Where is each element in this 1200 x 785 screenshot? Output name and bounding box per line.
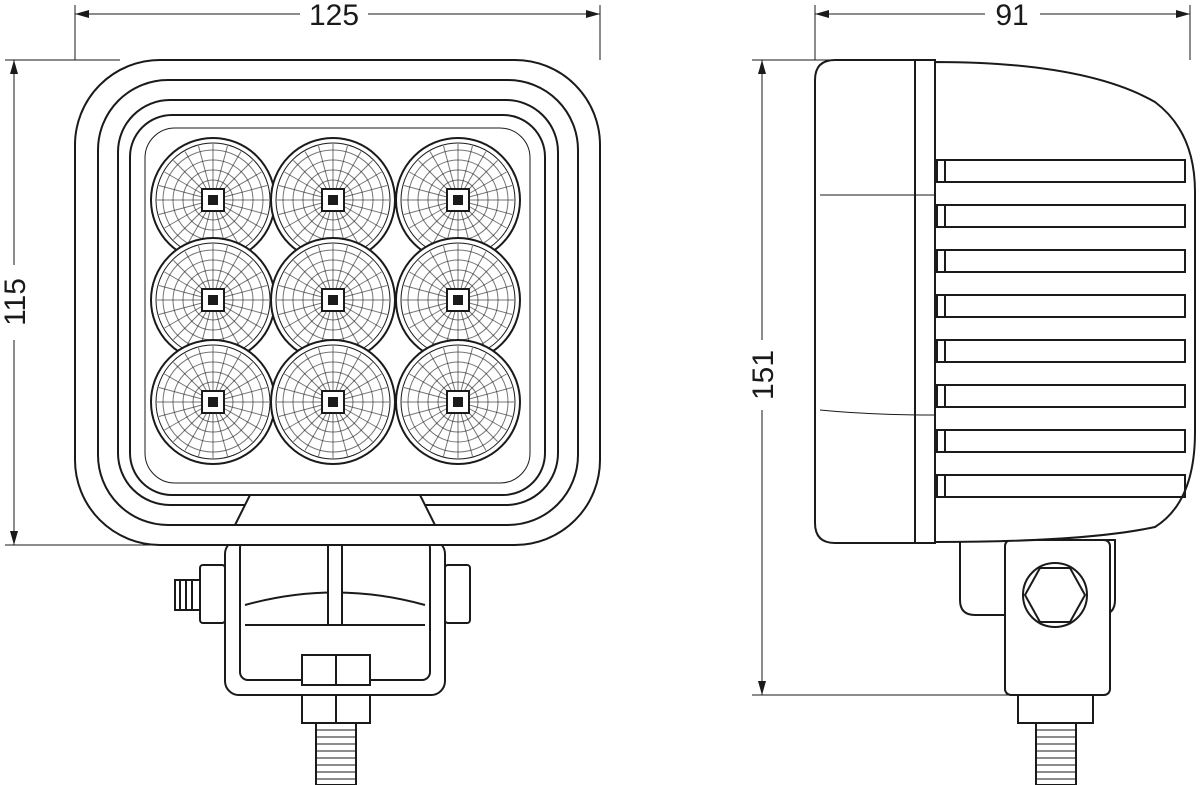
- heatsink-fin: [936, 204, 1186, 228]
- heatsink-fin: [936, 249, 1186, 273]
- height-dimension: 115: [0, 59, 240, 546]
- depth-label: 91: [995, 0, 1028, 32]
- total-height-label: 151: [747, 350, 780, 400]
- width-dimension: 125: [74, 0, 601, 60]
- heatsink-fin: [936, 429, 1186, 453]
- front-view: 125 115: [0, 0, 601, 785]
- heatsink-fin: [936, 294, 1186, 318]
- heatsink-fin: [936, 159, 1186, 183]
- led-reflector: [150, 339, 276, 465]
- side-mount: [959, 539, 1116, 785]
- heatsink-fin: [936, 474, 1186, 498]
- total-height-dimension: 151: [747, 59, 1020, 696]
- led-reflector: [270, 237, 396, 363]
- heatsink-fins: [936, 159, 1186, 498]
- side-view: 91 151: [747, 0, 1196, 785]
- mounting-bracket: [174, 539, 471, 785]
- led-reflector: [395, 237, 521, 363]
- led-array: [150, 137, 521, 465]
- lamp-housing-side: [814, 59, 1196, 544]
- led-reflector: [270, 137, 396, 263]
- heatsink-fin: [936, 339, 1186, 363]
- led-reflector: [395, 339, 521, 465]
- height-label: 115: [0, 278, 32, 326]
- led-reflector: [270, 339, 396, 465]
- width-label: 125: [309, 0, 359, 32]
- heatsink-fin: [936, 384, 1186, 408]
- depth-dimension: 91: [814, 0, 1191, 60]
- led-reflector: [150, 137, 276, 263]
